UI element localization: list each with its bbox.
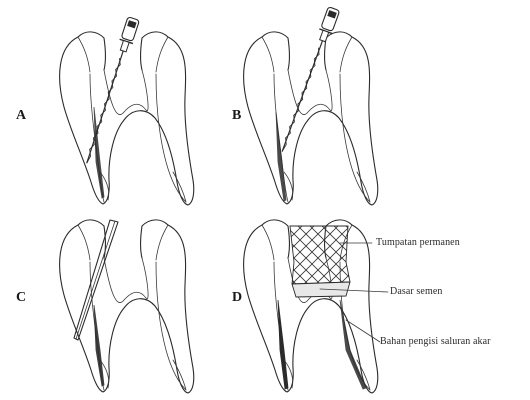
annotation-cement-base: Dasar semen bbox=[390, 286, 442, 297]
panel-a-tooth bbox=[60, 32, 194, 205]
panel-a-dark-canal bbox=[94, 107, 104, 198]
panel-c-tooth bbox=[60, 220, 194, 393]
panel-label-d: D bbox=[232, 290, 242, 306]
annotation-crown-filling: Tumpatan permanen bbox=[376, 237, 460, 248]
annotation-root-canal-material: Bahan pengisi saluran akar bbox=[380, 336, 491, 347]
panel-label-c: C bbox=[16, 290, 26, 306]
panel-b-dark-canal bbox=[276, 112, 286, 201]
panel-d-root-canal-fill-left bbox=[278, 300, 288, 389]
panel-d-filling bbox=[278, 226, 366, 389]
panel-a-file bbox=[80, 16, 140, 165]
panel-label-a: A bbox=[16, 108, 26, 124]
panel-b-file bbox=[276, 6, 341, 154]
panel-d-cement-base bbox=[292, 282, 350, 297]
panel-b-tooth bbox=[244, 32, 378, 205]
panel-c-dark-canal bbox=[94, 305, 104, 386]
panel-label-b: B bbox=[232, 108, 241, 124]
